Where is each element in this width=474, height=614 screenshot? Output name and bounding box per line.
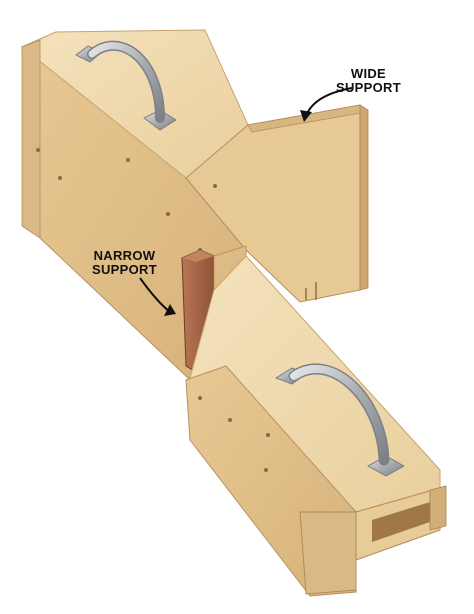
handle-icon	[75, 40, 177, 131]
wide-support-board	[185, 104, 369, 303]
arrow-icon	[139, 277, 176, 316]
wide-support-label: WIDE SUPPORT	[336, 67, 401, 95]
lower-box	[185, 255, 447, 597]
wide-support-label-line2: SUPPORT	[336, 80, 401, 95]
narrow-support-label: NARROW SUPPORT	[92, 249, 157, 277]
wide-support-label-line1: WIDE	[350, 66, 387, 81]
arrow-icon	[300, 87, 353, 122]
narrow-support-label-line2: SUPPORT	[92, 262, 157, 277]
handle-icon	[275, 363, 405, 477]
narrow-support-label-line1: NARROW	[93, 248, 156, 263]
